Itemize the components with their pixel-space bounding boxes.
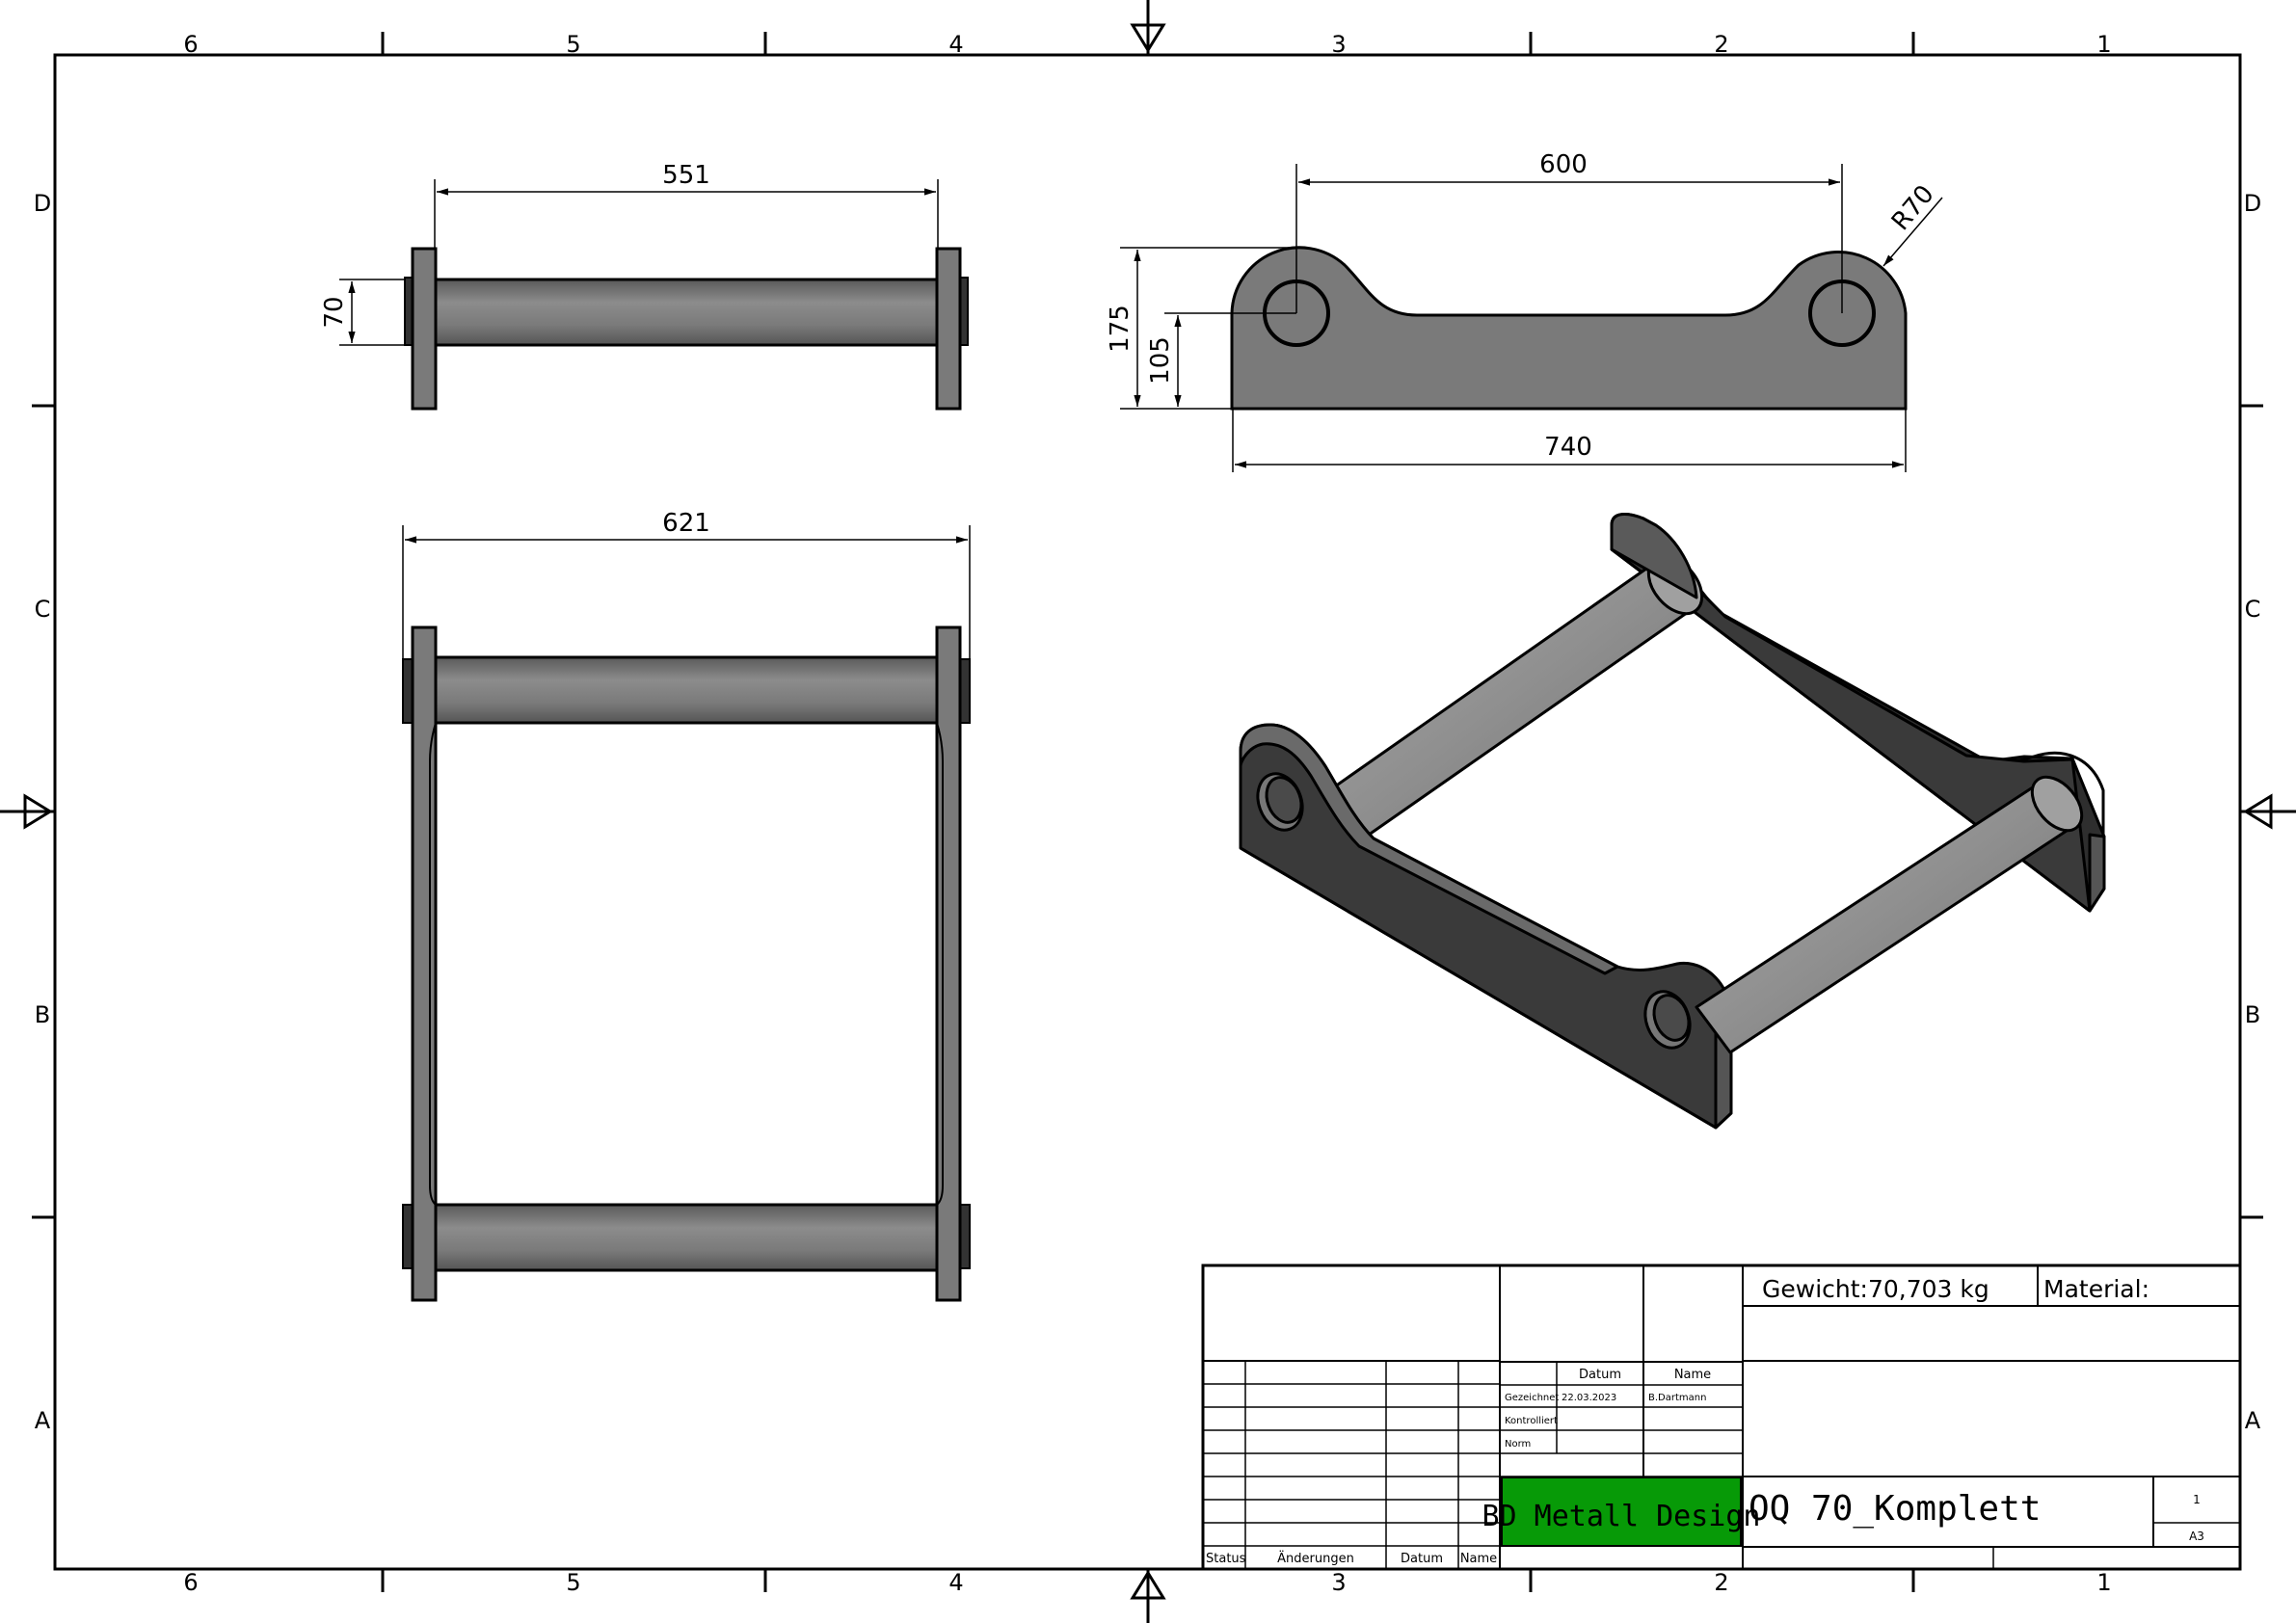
grid-col-bottom-5: 2 xyxy=(1714,1569,1728,1596)
grid-row-left-2: C xyxy=(35,596,51,623)
grid-col-top-2: 5 xyxy=(566,31,580,58)
row-checked-label: Kontrolliert xyxy=(1505,1416,1558,1426)
grid-col-top-6: 1 xyxy=(2096,31,2111,58)
drawn-name: B.Dartmann xyxy=(1648,1393,1706,1403)
drawn-date: 22.03.2023 xyxy=(1562,1393,1616,1403)
grid-row-right-3: B xyxy=(2245,1001,2260,1028)
front-view-dimensions xyxy=(402,525,971,659)
company-box xyxy=(1501,1477,1742,1547)
rev-status-label: Status xyxy=(1206,1552,1246,1566)
dim-side-height: 175 xyxy=(1106,305,1135,353)
rev-name-label: Name xyxy=(1460,1552,1497,1566)
row-norm-label: Norm xyxy=(1505,1439,1531,1450)
dim-front-width: 621 xyxy=(662,509,710,538)
grid-row-left-1: D xyxy=(34,190,51,217)
dim-side-length: 740 xyxy=(1544,433,1592,462)
grid-labels: 6 5 4 3 2 1 6 5 4 3 2 1 D C B A D C B A xyxy=(34,31,2261,1596)
grid-row-left-4: A xyxy=(35,1407,51,1434)
rev-date-label: Datum xyxy=(1401,1552,1443,1566)
title-block xyxy=(1201,1264,2242,1571)
grid-col-bottom-1: 6 xyxy=(183,1569,198,1596)
grid-col-top-1: 6 xyxy=(183,31,198,58)
rev-changes-label: Änderungen xyxy=(1277,1551,1354,1566)
grid-col-top-3: 4 xyxy=(948,31,963,58)
material-label: Material: xyxy=(2043,1275,2149,1303)
drawing-title: OQ 70_Komplett xyxy=(1749,1489,2041,1529)
grid-col-bottom-6: 1 xyxy=(2096,1569,2111,1596)
grid-col-top-5: 2 xyxy=(1714,31,1728,58)
grid-col-bottom-3: 4 xyxy=(948,1569,963,1596)
grid-row-right-2: C xyxy=(2245,596,2261,623)
isometric-view xyxy=(1239,513,2106,1130)
grid-row-left-3: B xyxy=(35,1001,50,1028)
dim-side-hole-height: 105 xyxy=(1146,336,1175,385)
grid-col-top-4: 3 xyxy=(1331,31,1346,58)
grid-row-right-1: D xyxy=(2244,190,2261,217)
paper-size: A3 xyxy=(2189,1530,2204,1543)
top-view xyxy=(404,247,969,411)
top-view-dimensions xyxy=(339,179,939,346)
grid-col-bottom-4: 3 xyxy=(1331,1569,1346,1596)
grid-col-bottom-2: 5 xyxy=(566,1569,580,1596)
front-view xyxy=(402,625,971,1302)
side-view xyxy=(1230,246,1908,411)
col-name-label: Name xyxy=(1674,1368,1711,1382)
side-view-dimensions xyxy=(1120,164,1943,472)
weight-label: Gewicht:70,703 kg xyxy=(1762,1275,1989,1303)
dim-top-length: 551 xyxy=(662,161,710,190)
dim-top-diameter: 70 xyxy=(320,296,349,328)
grid-row-right-4: A xyxy=(2245,1407,2261,1434)
company-name: BD Metall Design xyxy=(1482,1500,1761,1533)
dim-side-hole-spacing: 600 xyxy=(1539,150,1588,179)
sheet-number: 1 xyxy=(2193,1493,2201,1506)
drawing-border xyxy=(32,32,2263,1592)
dim-side-radius: R70 xyxy=(1886,180,1940,236)
row-drawn-label: Gezeichnet xyxy=(1505,1393,1559,1403)
col-datum-label: Datum xyxy=(1579,1368,1621,1382)
